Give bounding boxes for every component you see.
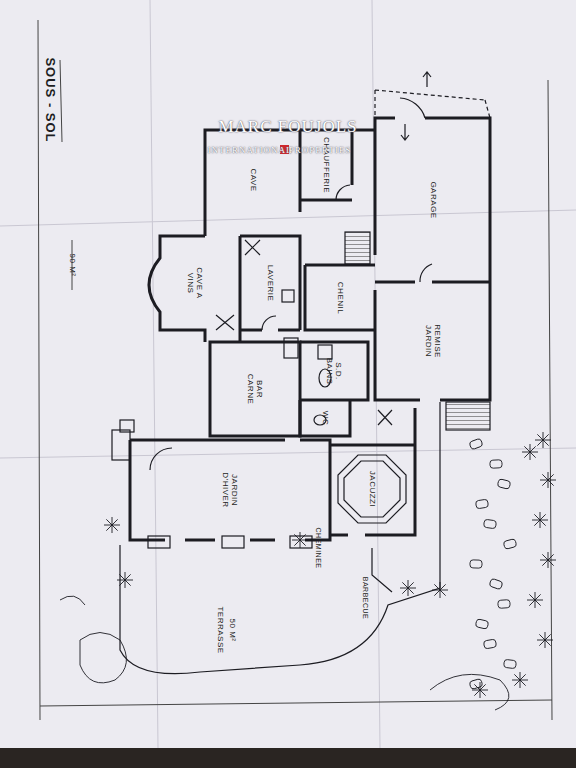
- watermark: PROPERTIES: [289, 146, 351, 155]
- room: JARDIN D'HIVER: [130, 440, 330, 540]
- room: REMISE JARDIN: [375, 282, 490, 400]
- paper-fold: [0, 0, 576, 748]
- room-label: LAVERIE: [266, 265, 275, 302]
- details: [112, 72, 490, 674]
- room: WC: [300, 400, 350, 436]
- room-label: TERRASSE: [216, 606, 225, 653]
- plan-note: 90 M²: [68, 254, 77, 277]
- room-label: BAR CARNE: [246, 372, 264, 406]
- room: CHENIL: [305, 265, 375, 330]
- plan-note: CHEMINEE: [314, 528, 323, 569]
- plan-note: BARBECUE: [361, 577, 370, 620]
- plan-title: SOUS - SOL: [46, 57, 55, 142]
- walls: [130, 118, 490, 540]
- room-label: S.D. BAINS: [325, 356, 343, 386]
- watermark: MARC FOUJOLS: [218, 122, 357, 131]
- room: TERRASSE50 M²: [120, 545, 390, 670]
- watermark: INTERNATIONAL: [208, 146, 293, 155]
- table-edge: [0, 748, 576, 768]
- room: GARAGE: [375, 118, 490, 282]
- room-label: REMISE JARDIN: [424, 324, 442, 358]
- room: S.D. BAINS: [300, 342, 368, 400]
- room: JACUZZI: [338, 455, 406, 523]
- room: LAVERIE: [240, 236, 300, 330]
- room-label: JACUZZI: [368, 471, 377, 507]
- sheet-frame: [38, 20, 552, 720]
- room: BAR CARNE: [210, 342, 300, 436]
- room-label: JARDIN D'HIVER: [221, 468, 239, 512]
- room-label: GARAGE: [428, 181, 437, 218]
- room-label: CAVE A VINS: [186, 266, 204, 300]
- room-label: WC: [321, 411, 330, 425]
- room-label: 50 M²: [228, 619, 237, 642]
- room: CAVE A VINS: [150, 236, 240, 330]
- garden-plants: [60, 432, 556, 710]
- room: CHAUFFERIE: [300, 130, 352, 200]
- room-label: CHENIL: [336, 281, 345, 313]
- room-label: CAVE: [248, 168, 257, 191]
